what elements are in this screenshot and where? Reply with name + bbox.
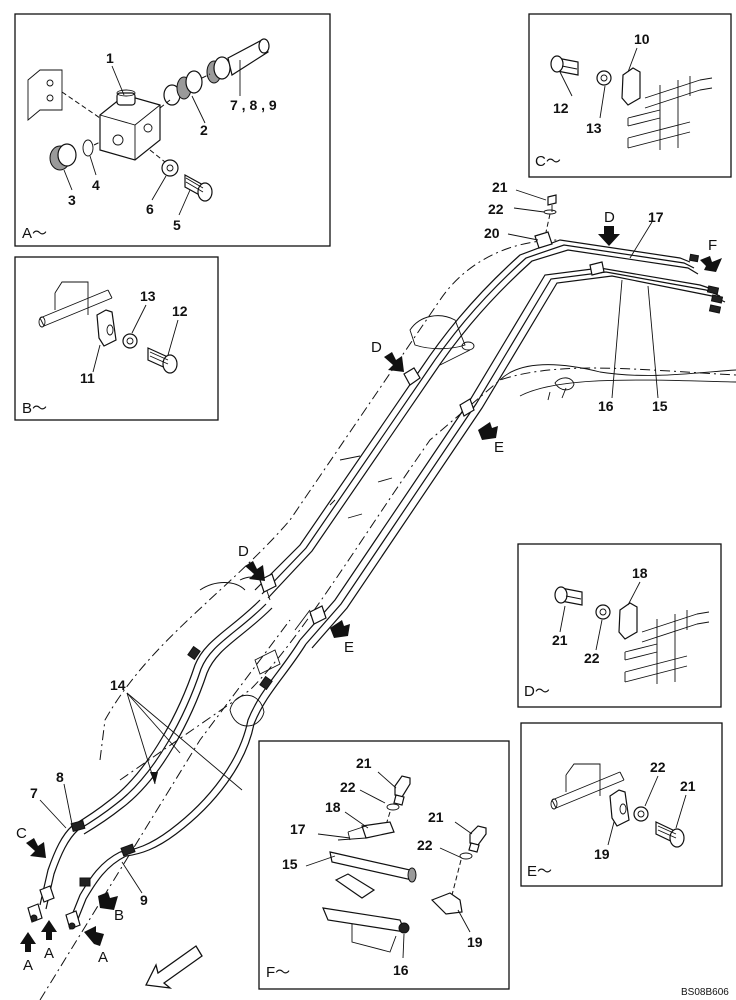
panel-b: 13 12 11 B～ — [14, 256, 219, 421]
clamp-11 — [96, 309, 117, 347]
label-13: 13 — [140, 288, 156, 304]
label-12: 12 — [172, 303, 188, 319]
document-code: BS08B606 — [681, 987, 729, 998]
arrow-f-icon — [700, 256, 722, 272]
label-19: 19 — [594, 846, 610, 862]
arrow-f-letter: F — [708, 237, 717, 254]
pipe-16 — [322, 907, 406, 933]
label-9: 9 — [140, 892, 148, 908]
label-18: 18 — [325, 799, 341, 815]
label-21: 21 — [680, 778, 696, 794]
arrow-d-icon — [384, 352, 404, 372]
label-22b: 22 — [417, 837, 433, 853]
label-12: 12 — [553, 100, 569, 116]
label-15: 15 — [652, 398, 668, 414]
label-5: 5 — [173, 217, 181, 233]
view-arrows: D F D E D E C B A A A — [16, 209, 722, 989]
clamp-18 — [361, 821, 395, 839]
boom-assembly: 21 22 20 17 16 15 14 7 8 9 — [27, 179, 736, 1000]
label-19: 19 — [467, 934, 483, 950]
arrow-a-letter: A — [23, 957, 33, 974]
label-22: 22 — [340, 779, 356, 795]
label-17: 17 — [290, 821, 306, 837]
label-14: 14 — [110, 677, 126, 693]
arrow-d-letter: D — [604, 209, 615, 226]
panel-f: 21 22 18 17 15 21 22 16 19 F～ — [258, 740, 510, 990]
label-21: 21 — [492, 179, 508, 195]
bracket-icon — [27, 69, 63, 121]
arrow-b-icon — [98, 892, 118, 910]
panel-b-title: B～ — [22, 400, 47, 417]
panel-d-title: D～ — [524, 683, 550, 700]
arrow-c-icon — [26, 838, 46, 858]
panel-f-frame — [258, 740, 510, 990]
panel-c-title: C～ — [535, 153, 561, 170]
label-21: 21 — [356, 755, 372, 771]
label-21: 21 — [552, 632, 568, 648]
panel-e-title: E～ — [527, 863, 552, 880]
label-7-8-9: 7 , 8 , 9 — [230, 97, 277, 113]
label-13: 13 — [586, 120, 602, 136]
arrow-d-icon — [245, 561, 265, 581]
arrow-e-icon — [478, 422, 498, 440]
label-21b: 21 — [428, 809, 444, 825]
clamp-18 — [618, 602, 638, 640]
arrow-e-icon — [330, 620, 350, 638]
panel-c-frame — [528, 13, 732, 178]
label-15: 15 — [282, 856, 298, 872]
label-2: 2 — [200, 122, 208, 138]
label-22: 22 — [584, 650, 600, 666]
label-20: 20 — [484, 225, 500, 241]
arrow-e-letter: E — [494, 439, 504, 456]
arrow-a-letter: A — [98, 949, 108, 966]
panel-e: 22 21 19 E～ — [520, 722, 723, 887]
panel-a-frame — [14, 13, 331, 247]
clamp-10 — [621, 67, 641, 106]
arrow-a-icon — [20, 932, 36, 952]
label-3: 3 — [68, 192, 76, 208]
label-8: 8 — [56, 769, 64, 785]
arrow-a-icon — [41, 920, 57, 940]
arrow-d-letter: D — [371, 339, 382, 356]
panel-e-frame — [520, 722, 723, 887]
arrow-e-letter: E — [344, 639, 354, 656]
arrow-a-icon — [84, 926, 104, 946]
panel-d: 18 21 22 D～ — [517, 543, 722, 708]
arrow-d-icon — [598, 226, 620, 246]
label-22: 22 — [650, 759, 666, 775]
label-17: 17 — [648, 209, 664, 225]
arrow-d-letter: D — [238, 543, 249, 560]
label-4: 4 — [92, 177, 100, 193]
arrow-c-letter: C — [16, 825, 27, 842]
label-1: 1 — [106, 50, 114, 66]
clamp-19 — [430, 892, 463, 915]
label-6: 6 — [146, 201, 154, 217]
label-16: 16 — [393, 962, 409, 978]
label-10: 10 — [634, 31, 650, 47]
panel-b-frame — [14, 256, 219, 421]
label-16: 16 — [598, 398, 614, 414]
panel-f-title: F～ — [266, 964, 290, 981]
panel-a: 1 2 3 4 5 6 7 , 8 , 9 A～ — [14, 13, 331, 247]
label-11: 11 — [80, 370, 95, 386]
panel-d-frame — [517, 543, 722, 708]
pipe-15 — [329, 851, 413, 881]
clamp-19 — [609, 789, 630, 827]
arrow-b-letter: B — [114, 907, 124, 924]
label-7: 7 — [30, 785, 38, 801]
label-18: 18 — [632, 565, 648, 581]
panel-a-title: A～ — [22, 225, 47, 242]
arrow-a-letter: A — [44, 945, 54, 962]
panel-c: 10 12 13 C～ — [528, 13, 732, 178]
label-22: 22 — [488, 201, 504, 217]
front-direction-arrow-icon — [145, 945, 203, 989]
